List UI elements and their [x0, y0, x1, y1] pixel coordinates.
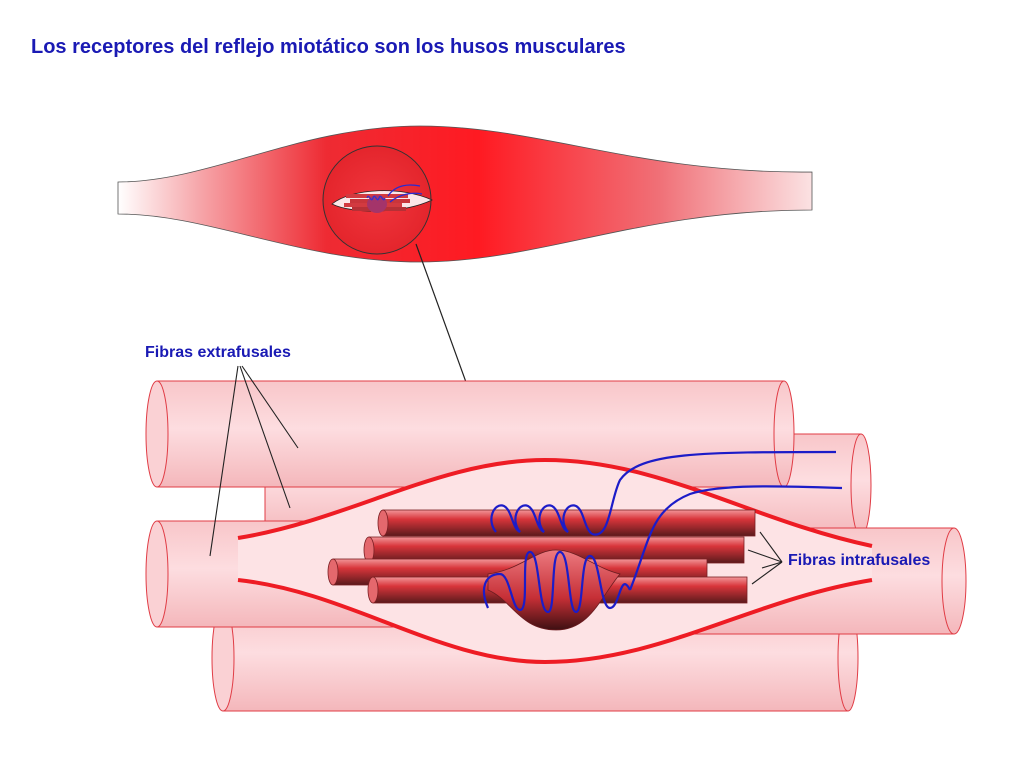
nerve-fiber	[591, 450, 837, 536]
muscle-shape	[117, 125, 813, 263]
intrafusal-fiber	[377, 509, 756, 537]
sensory-nerve-endings	[482, 450, 843, 614]
label-intrafusal-fibers: Fibras intrafusales	[788, 552, 931, 569]
label-extrafusal-fibers: Fibras extrafusales	[145, 344, 291, 361]
muscle-belly	[117, 125, 813, 263]
mini-spindle	[331, 184, 433, 213]
annulospiral-ending	[490, 504, 593, 535]
annulospiral-ending	[482, 550, 631, 614]
muscle-spindle	[237, 450, 873, 665]
slide-title: Los receptores del reflejo miotático son…	[31, 36, 626, 58]
extrafusal-leader-lines	[209, 365, 299, 557]
nerve-fiber	[628, 485, 843, 591]
intrafusal-leader-lines	[747, 531, 783, 585]
